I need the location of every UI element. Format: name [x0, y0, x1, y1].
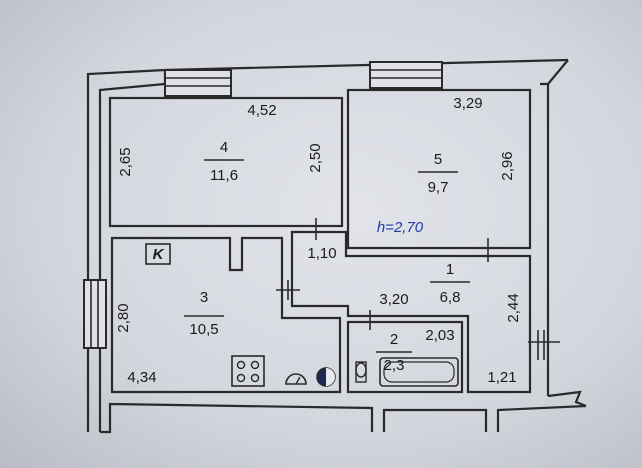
room-5-height-right: 2,96: [499, 151, 516, 180]
room-3-width-bottom: 4,34: [127, 369, 156, 386]
passage-width: 1,10: [307, 245, 336, 262]
room-3-number: 3: [200, 289, 208, 306]
bathtub-icon: [379, 357, 459, 387]
room-4-area: 11,6: [210, 167, 238, 184]
room-4-walls: [108, 96, 344, 228]
room-1-number: 1: [446, 261, 454, 278]
window-frame: [164, 69, 232, 97]
outer-wall-break-right: [547, 390, 587, 408]
toilet-icon: [355, 361, 367, 383]
room-1-height-right: 2,44: [505, 293, 522, 322]
stove-icon: [231, 355, 265, 387]
room-5-area: 9,7: [428, 179, 449, 196]
room-1-width-inner: 3,20: [379, 291, 408, 308]
room-4-height-left: 2,65: [117, 147, 134, 176]
room-3-area: 10,5: [189, 321, 218, 338]
boiler-icon: [316, 367, 336, 387]
room-5-number: 5: [434, 151, 442, 168]
outer-wall-right-break: [547, 59, 569, 85]
room-3: K 3 10,5 2,80 4,34: [110, 236, 342, 394]
room-1-walls: [290, 230, 532, 394]
gas-meter-icon: [285, 373, 307, 385]
room-2-walls: [346, 320, 464, 394]
room-5: 5 9,7 3,29 2,96 h=2,70: [346, 88, 532, 262]
outer-wall-top-left: [86, 58, 569, 432]
room-2-width: 2,03: [425, 327, 454, 344]
room-2-number: 2: [390, 331, 398, 348]
window-room-5: [369, 61, 443, 89]
window-room-4: [164, 69, 232, 97]
room-4-width-top: 4,52: [247, 102, 276, 119]
window-room-3: [83, 279, 107, 349]
outer-wall-bottom-left: [100, 402, 374, 434]
room-4: 4 11,6 4,52 2,65 2,50: [108, 96, 344, 228]
window-frame: [83, 279, 107, 349]
room-4-height-right: 2,50: [307, 143, 324, 172]
window-frame: [369, 61, 443, 89]
room-1-width-bottom: 1,21: [487, 369, 516, 386]
outer-wall-bottom-mid: [382, 408, 488, 432]
outer-wall-bottom-right: [496, 404, 587, 432]
room-5-width-top: 3,29: [453, 95, 482, 112]
room-4-number: 4: [220, 139, 228, 156]
kitchen-marker: K: [153, 246, 165, 263]
ceiling-height-label: h=2,70: [377, 219, 424, 236]
room-3-walls: [110, 236, 342, 394]
room-3-height-left: 2,80: [115, 303, 132, 332]
kitchen-marker-box: [145, 243, 171, 265]
room-2: 2 2,3 2,03: [346, 310, 464, 394]
room-1: 1 6,8 3,20 2,44 1,21 1,10: [290, 218, 560, 394]
room-5-walls: [346, 88, 532, 250]
room-2-area: 2,3: [384, 357, 405, 374]
room-1-area: 6,8: [440, 289, 461, 306]
